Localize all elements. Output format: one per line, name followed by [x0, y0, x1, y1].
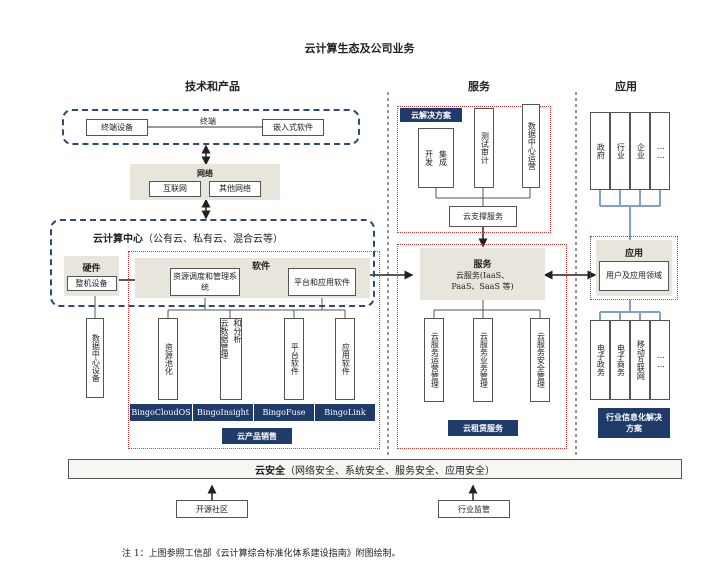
service-line1: 云服务(IaaS、 — [455, 270, 510, 280]
network-group: 网络 互联网 其他网络 — [130, 164, 280, 200]
dc-operation-box: 数据中心运营 — [522, 104, 540, 188]
dev-label: 开发 — [424, 150, 434, 166]
cloud-product-sales-label: 云产品销售 — [222, 428, 292, 444]
service-group: 服务 云服务(IaaS、 PaaS、SaaS 等) — [420, 248, 545, 300]
product-bingofuse: BingoFuse — [254, 404, 314, 421]
service-business-box: 云服务业务管理 — [473, 318, 493, 402]
sector-enterprise: 企业 — [630, 112, 650, 190]
cloud-rental-label: 云租赁服务 — [448, 420, 518, 436]
product-area — [128, 251, 380, 449]
datacenter-heading: 云计算中心（公有云、私有云、混合云等） — [93, 230, 283, 245]
column-app-title: 应用 — [615, 80, 637, 93]
application-area — [590, 236, 678, 300]
software-title: 软件 — [252, 262, 271, 272]
application-group: 应用 用户及应用领域 — [596, 240, 672, 296]
ecommerce-more-box: …… — [650, 320, 670, 400]
internet-box: 互联网 — [149, 180, 201, 197]
cloud-support-box: 云支撑服务 — [449, 206, 517, 227]
hardware-title: 硬件 — [82, 264, 101, 274]
datacenter-title: 云计算中心 — [93, 234, 143, 245]
application-title: 应用 — [624, 248, 643, 259]
service-title: 服务 — [473, 259, 492, 270]
embedded-software-box: 嵌入式软件 — [262, 119, 324, 136]
terminal-label: 终端 — [200, 117, 216, 126]
data-management-box: 云数据管理 和分析 — [220, 318, 242, 400]
platform-software-box: 平台软件 — [284, 318, 304, 400]
integration-label: 集成 — [438, 150, 448, 166]
product-bingocloudos: BingoCloudOS — [130, 404, 192, 421]
service-line2: PaaS、SaaS 等) — [451, 281, 514, 291]
datacenter-group — [50, 219, 375, 307]
platform-app-software-box: 平台和应用软件 — [288, 268, 356, 296]
sector-industry: 行业 — [610, 112, 630, 190]
app-connectors — [599, 190, 661, 320]
column-service-title: 服务 — [468, 80, 490, 93]
other-network-box: 其他网络 — [209, 180, 261, 197]
industry-solution-label: 行业信息化解决方案 — [598, 408, 670, 438]
security-detail: （网络安全、系统安全、服务安全、应用安全） — [285, 465, 495, 477]
terminal-device-box: 终端设备 — [86, 119, 148, 136]
open-source-box: 开源社区 — [176, 500, 248, 518]
dev-integration-box: 开发 集成 — [418, 128, 454, 188]
users-domain-box: 用户及应用领域 — [599, 260, 669, 291]
product-bingoinsight: BingoInsight — [193, 404, 253, 421]
resource-pooling-box: 资源池化 — [158, 318, 178, 400]
complete-machine-box: 整机设备 — [66, 276, 117, 291]
industry-regulation-box: 行业监管 — [438, 500, 510, 518]
service-ops-box: 云服务运营管理 — [424, 318, 444, 402]
analysis-label: 和分析 — [233, 319, 242, 343]
e-commerce-box: 电子商务 — [610, 320, 630, 400]
terminal-group — [62, 109, 360, 145]
e-government-box: 电子政务 — [590, 320, 610, 400]
product-bingolink: BingoLink — [315, 404, 375, 421]
service-area — [397, 244, 567, 449]
solutions-title: 云解决方案 — [400, 108, 462, 122]
solutions-area — [397, 106, 551, 233]
scheduler-box: 资源调度和管理系统 — [170, 268, 240, 296]
diagram-title: 云计算生态及公司业务 — [304, 42, 415, 55]
datacenter-subtitle: （公有云、私有云、混合云等） — [143, 234, 283, 245]
sector-government: 政府 — [590, 112, 610, 190]
service-security-box: 云服务安全管理 — [530, 318, 550, 402]
data-management-label: 云数据管理 — [220, 319, 229, 359]
network-title: 网络 — [197, 168, 213, 178]
column-tech-title: 技术和产品 — [185, 80, 240, 93]
footnote: 注 1：上图参照工信部《云计算综合标准化体系建设指南》附图绘制。 — [122, 549, 401, 559]
mobile-internet-box: 移动互联网 — [630, 320, 650, 400]
security-bar: 云安全（网络安全、系统安全、服务安全、应用安全） — [68, 459, 682, 479]
hardware-group: 硬件 整机设备 — [64, 256, 119, 296]
security-title: 云安全 — [255, 465, 285, 477]
test-audit-box: 测试审计 — [474, 108, 494, 188]
datacenter-device-box: 数据中心设备 — [86, 318, 104, 398]
sector-more: …… — [650, 112, 670, 190]
application-software-box: 应用软件 — [335, 318, 355, 400]
